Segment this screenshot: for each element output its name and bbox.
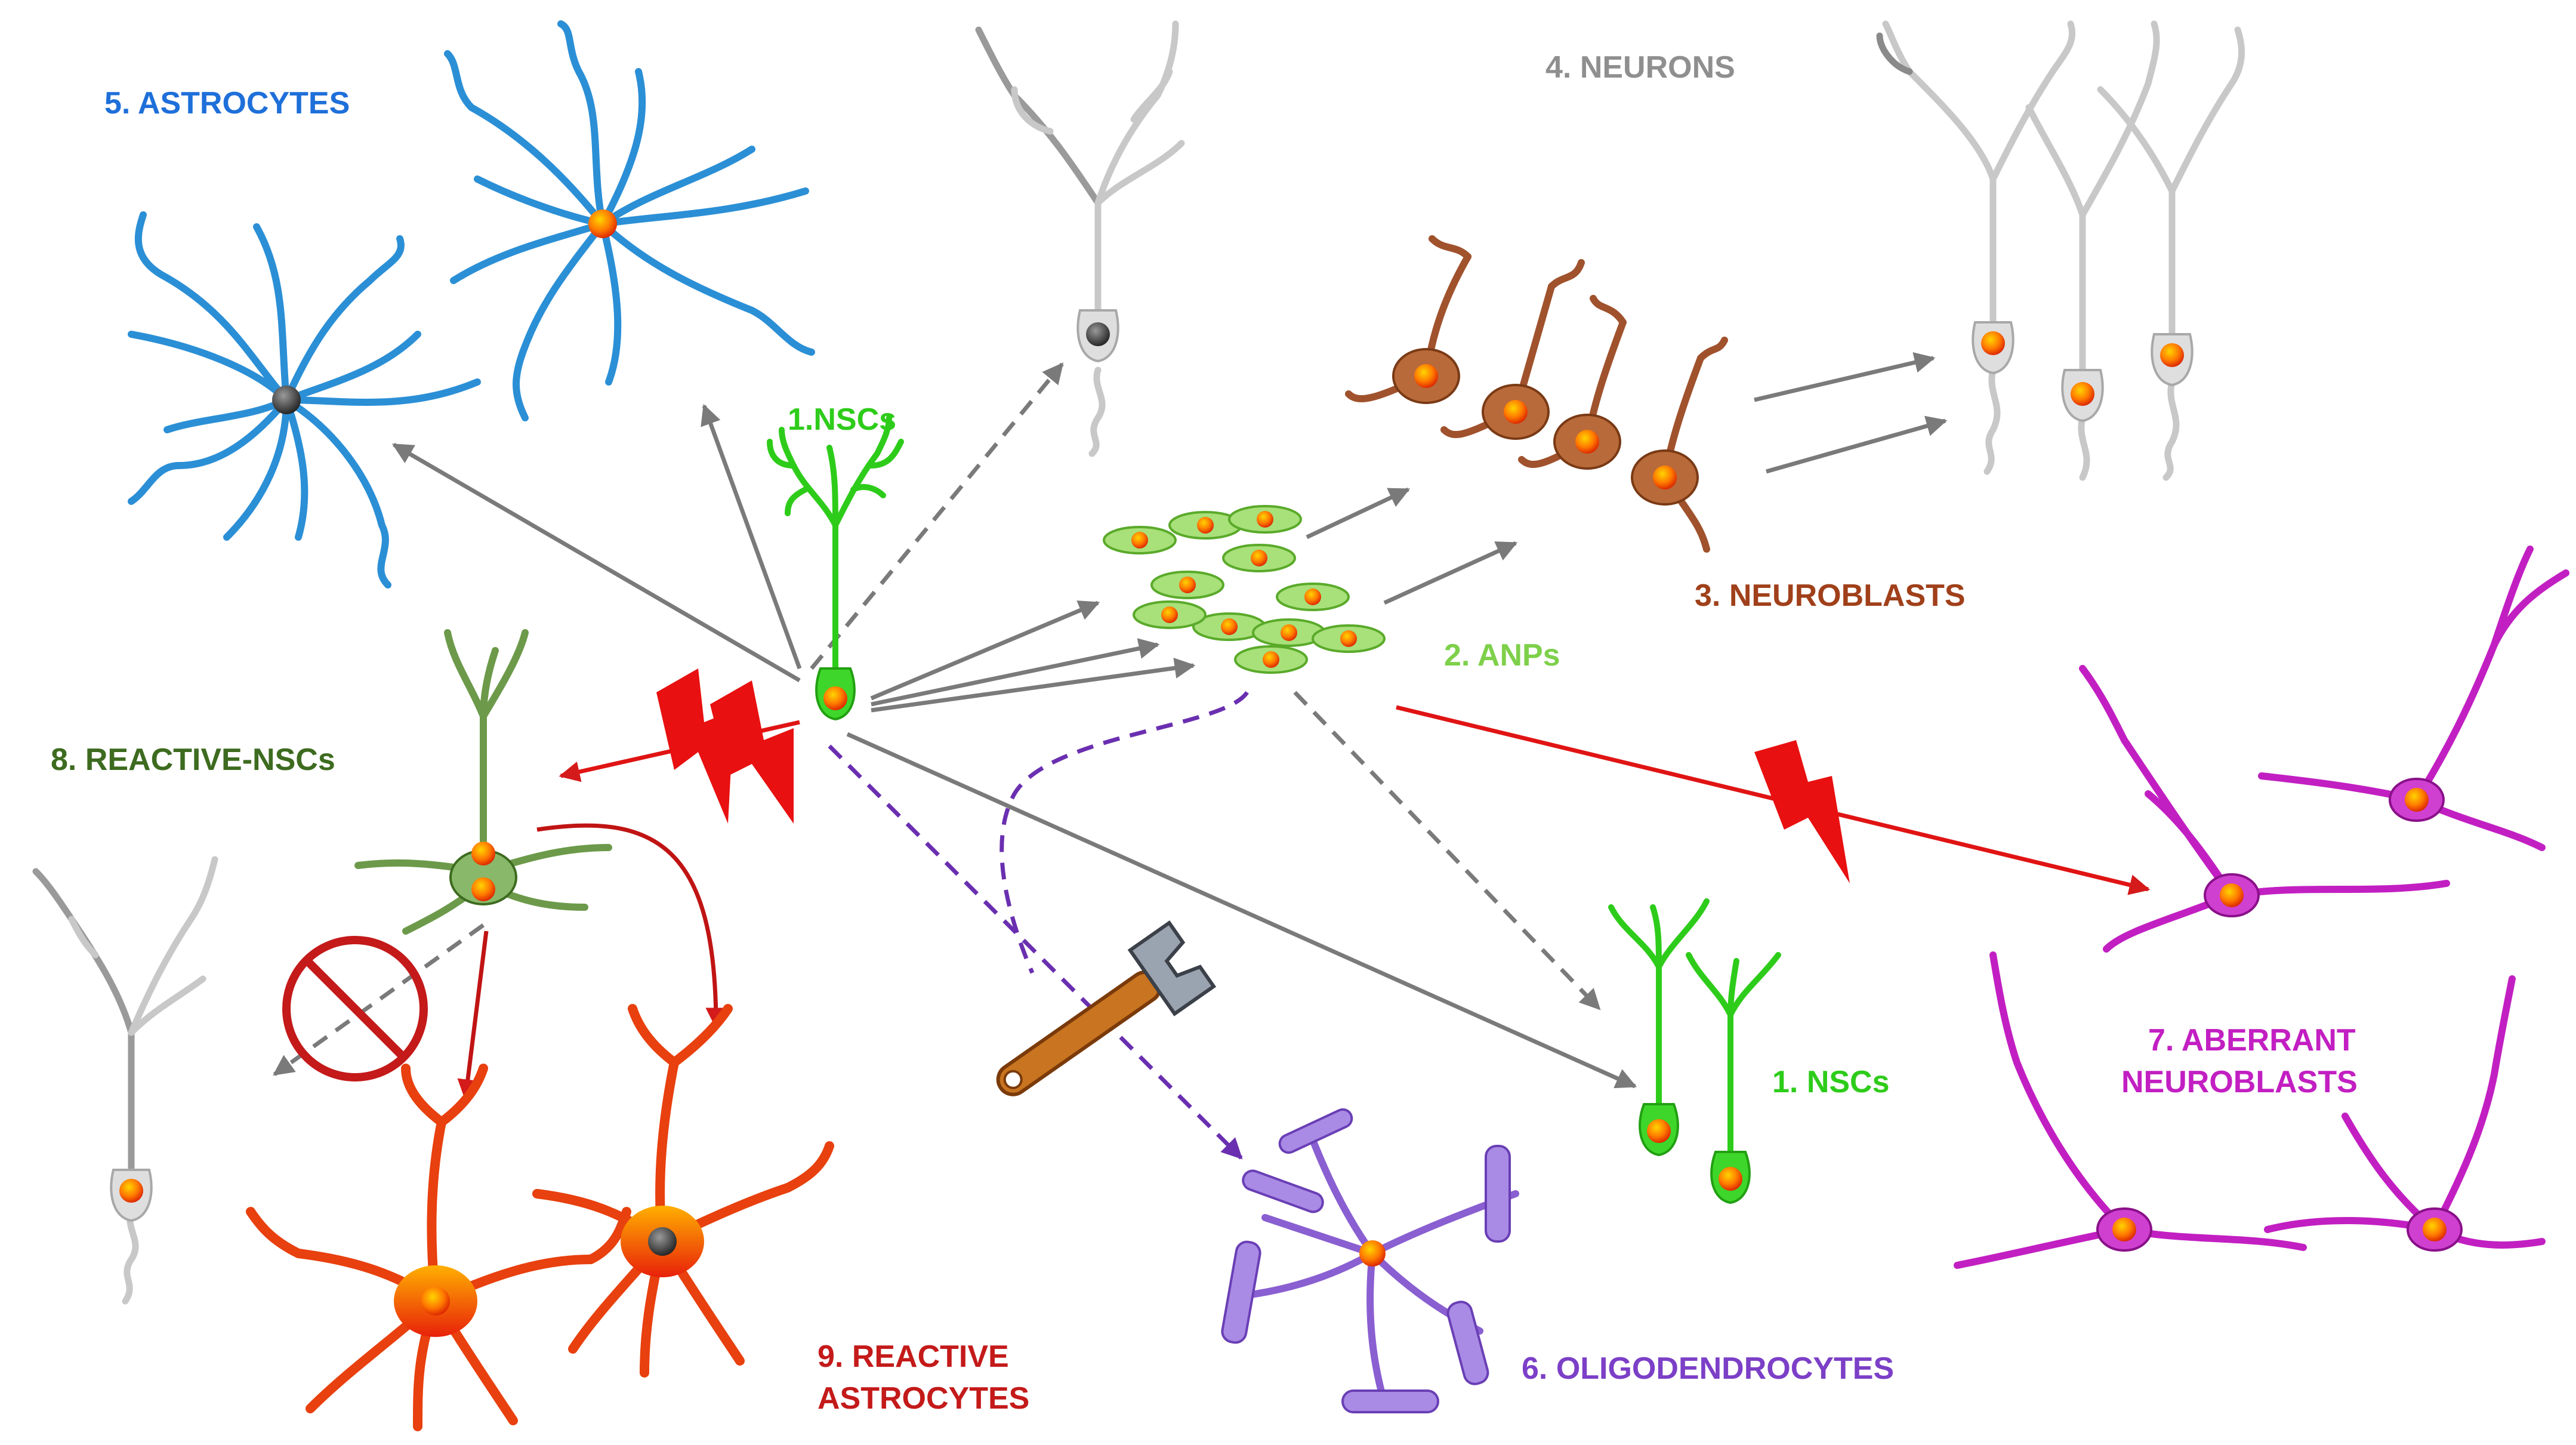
nscs-right [1608,898,1781,1204]
label-reactive-nscs: 8. REACTIVE-NSCs [51,742,335,777]
astrocyte-left [128,211,481,589]
arrow-reactive-nsc-to-reactive-astro-right [536,823,727,1029]
wrench-icon [996,920,1217,1096]
neuron-left [32,856,218,1305]
arrow-reactive-nsc-to-reactive-astro-left [457,931,489,1101]
arrow-nsc-to-oligodendrocytes [828,744,1243,1160]
nsc-center-nucleus [823,686,847,710]
reactive-astrocyte-right-nucleus [648,1227,677,1256]
reactive-astrocyte-left [246,1064,631,1431]
label-oligodendrocytes: 6. OLIGODENDROCYTES [1522,1351,1894,1386]
label-reactive-astro-line2: ASTROCYTES [817,1381,1029,1416]
arrow-reactive-nsc-to-neuron-blocked [273,923,485,1076]
reactive-nsc [354,629,612,935]
label-reactive-astro-line1: 9. REACTIVE [817,1339,1009,1374]
arrow-anps-to-oligodendrocytes-curve [999,691,1249,974]
label-nscs-center: 1.NSCs [788,402,896,437]
label-aberrant-line2: NEUROBLASTS [2121,1065,2358,1099]
arrow-nsc-to-astrocytes [391,442,801,683]
reactive-astrocyte-right [532,1004,834,1378]
neuroblast-cluster [1345,235,1728,553]
astrocyte-right-nucleus [588,209,617,238]
arrow-neuroblasts-to-neurons-1 [1754,352,1936,402]
arrow-anps-to-neuroblasts-2 [1383,541,1518,605]
astrocyte-right [444,20,815,421]
arrow-neuroblasts-to-neurons-2 [1766,415,1948,474]
lightning-bolt-icon-3 [1754,740,1850,883]
lightning-bolt-icon-2 [710,680,794,824]
arrows [273,352,2151,1160]
arrow-anps-to-neuroblasts-1 [1306,487,1411,540]
arrow-nsc-to-anps-3 [871,657,1196,713]
nsc-center [767,415,904,671]
astrocyte-left-nucleus [272,386,301,414]
arrow-nsc-to-neuron-dashed [810,362,1064,670]
label-neurons: 4. NEURONS [1545,50,1735,85]
label-aberrant-line1: 7. ABERRANT [2148,1023,2356,1058]
aberrant-neuroblasts [1954,546,2569,1269]
arrow-anps-to-nscs-dashed [1293,691,1601,1010]
oligodendrocyte [1221,1108,1519,1413]
arrow-nsc-to-astrocyte-top [701,403,802,670]
label-astrocytes: 5. ASTROCYTES [104,86,350,121]
label-nscs-right: 1. NSCs [1772,1065,1890,1099]
prohibition-icon [282,936,428,1082]
arrow-nsc-to-anps-1 [870,600,1100,701]
label-anps: 2. ANPs [1444,638,1560,673]
reactive-astrocyte-left-nucleus [421,1287,450,1315]
anp-cluster [1103,505,1386,674]
neuron-top [975,20,1185,457]
arrow-nsc-to-anps-2 [871,638,1160,707]
label-neuroblasts: 3. NEUROBLASTS [1695,578,1966,613]
lightning-bolt-icon [656,668,734,824]
neuron-cluster [1876,20,2245,481]
arrow-nsc-to-nscs-right [846,732,1637,1089]
neuron-top-nucleus [1086,322,1110,346]
